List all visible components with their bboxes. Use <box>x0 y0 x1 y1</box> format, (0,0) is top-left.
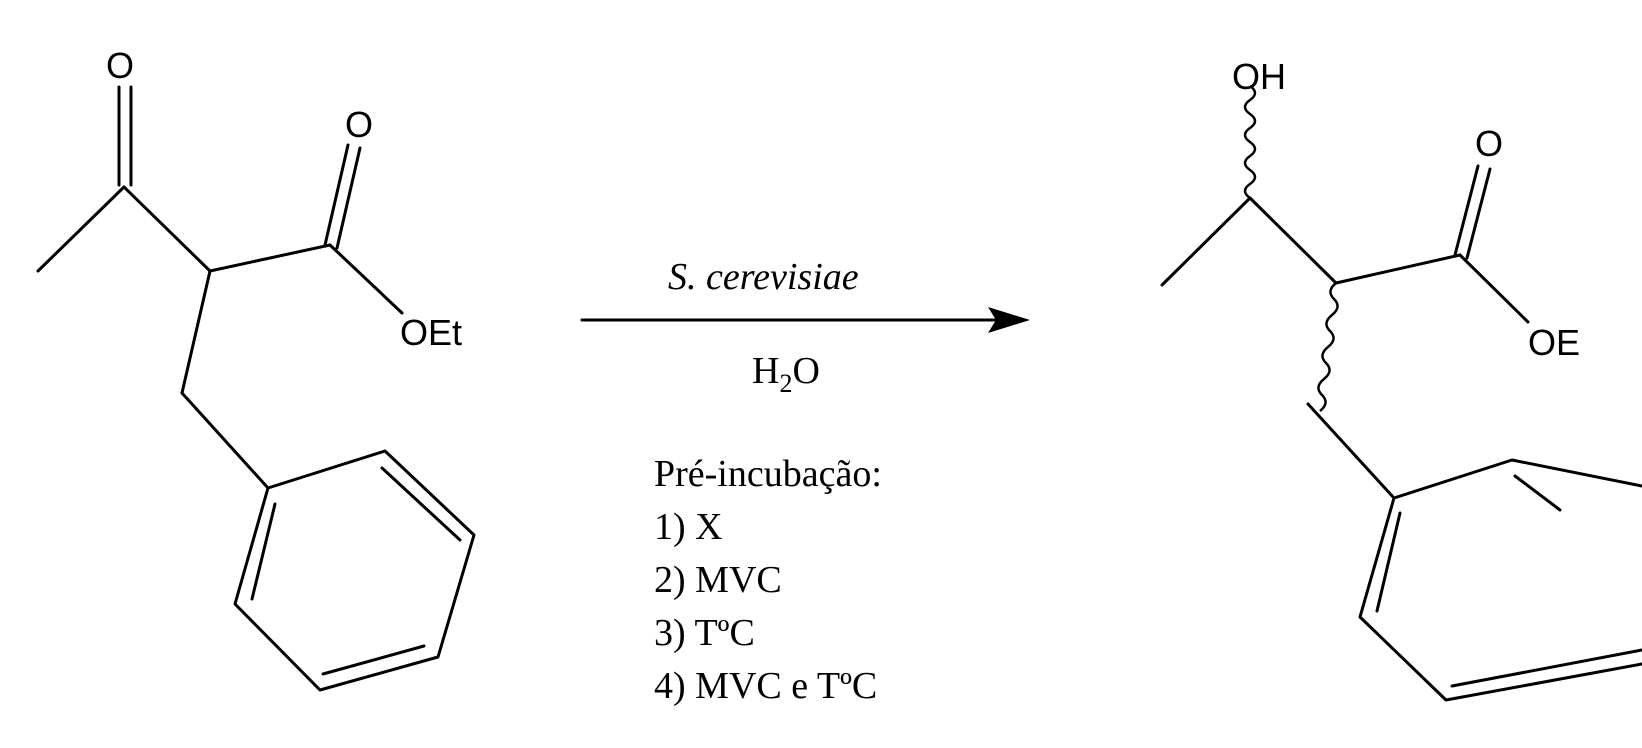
ring-inner-double-3 <box>1513 474 1562 512</box>
bond-alpha-ester <box>208 243 332 273</box>
ring-inner-double-3 <box>250 502 277 601</box>
bond-alpha-ch2 <box>180 269 212 395</box>
reactant-molecule: O O OEt <box>36 45 476 692</box>
condition-option-2: 2) MVC <box>654 559 782 601</box>
condition-option-3: 3) TºC <box>654 612 755 654</box>
bond-ch2-ring <box>1306 402 1396 500</box>
atom-ketone-oxygen: O <box>106 45 134 86</box>
bond-ester-double-2 <box>335 146 362 250</box>
solvent-label: H2O <box>752 350 820 398</box>
atom-ester-carbonyl-oxygen: O <box>345 104 373 145</box>
solvent-h: H <box>752 350 779 392</box>
wavy-bond-hydroxyl <box>1243 84 1257 200</box>
atom-ester-carbonyl-oxygen: O <box>1475 123 1503 164</box>
atom-ester-ethoxy: OEt <box>400 312 462 353</box>
atom-ester-ethoxy-partial: OE <box>1528 322 1580 363</box>
solvent-subscript: 2 <box>779 369 792 398</box>
bond-ester-double-1 <box>1453 164 1480 257</box>
bond-carbinol-alpha <box>1248 196 1338 285</box>
atom-hydroxyl: OH <box>1232 56 1286 97</box>
ring-inner-double-2 <box>1450 648 1642 688</box>
benzene-ring <box>233 449 476 692</box>
preincubation-title: Pré-incubação: <box>654 453 882 495</box>
catalyst-label: S. cerevisiae <box>668 256 859 298</box>
wavy-bond-benzyl <box>1317 282 1339 412</box>
bond-ester-double-1 <box>323 143 350 247</box>
bond-methyl-carbonyl <box>36 185 126 273</box>
benzene-ring <box>1358 458 1642 702</box>
bond-ester-oet <box>328 243 404 315</box>
reaction-arrow-head <box>988 307 1030 333</box>
bond-ester-double-2 <box>1465 167 1492 260</box>
bond-methyl-carbinol <box>1160 196 1252 287</box>
bond-carbonyl-alpha <box>122 185 212 273</box>
condition-option-1: 1) X <box>654 506 723 548</box>
reaction-arrow-group: S. cerevisiae H2O Pré-incubação: 1) X 2)… <box>580 256 1030 707</box>
bond-ester-oet <box>1458 253 1530 324</box>
bond-ch2-ring <box>180 391 270 490</box>
ring-inner-double-1 <box>1375 511 1402 613</box>
bond-alpha-ester <box>1334 253 1462 285</box>
ring-inner-double-1 <box>380 466 462 542</box>
ring-inner-double-2 <box>321 644 426 676</box>
condition-option-4: 4) MVC e TºC <box>654 665 877 707</box>
solvent-o: O <box>792 350 819 392</box>
product-molecule: OH O OE <box>1160 56 1642 702</box>
